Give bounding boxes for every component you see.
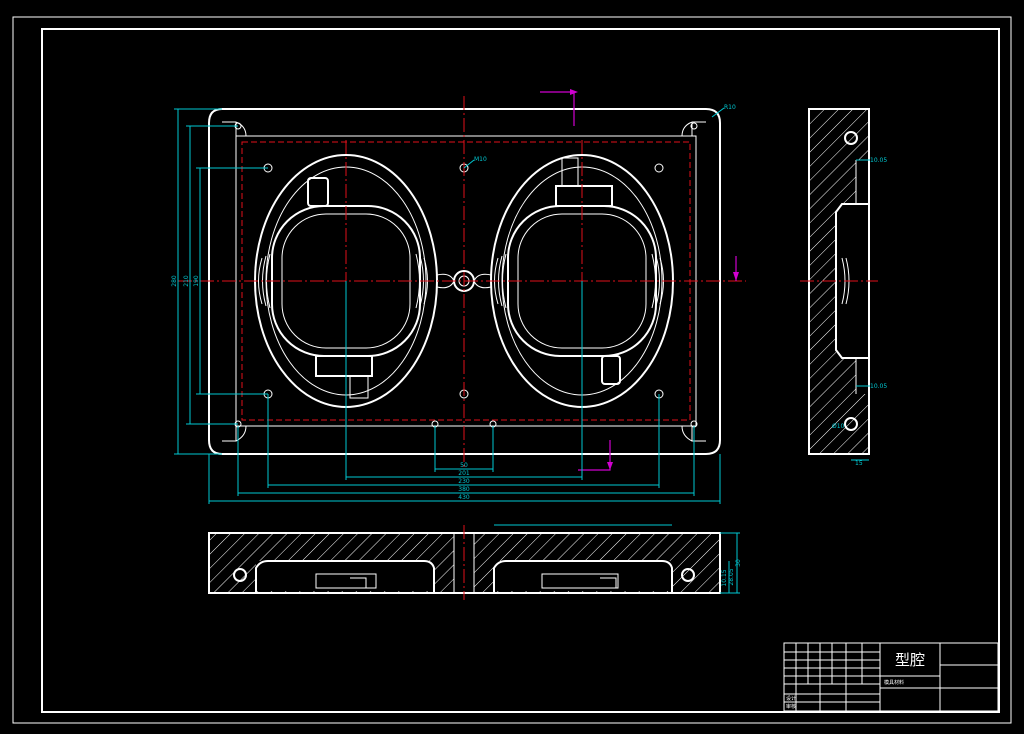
title-grid bbox=[784, 643, 880, 711]
dim-210: 210 bbox=[183, 275, 190, 287]
front-dim-2: 28.05 bbox=[728, 568, 735, 585]
note-m10: M10 bbox=[474, 156, 487, 163]
dim-50: 50 bbox=[460, 462, 468, 469]
dim-190: 190 bbox=[193, 275, 200, 287]
dim-230: 230 bbox=[458, 478, 470, 485]
dim-201: 201 bbox=[458, 470, 470, 477]
inner-border bbox=[41, 28, 1000, 713]
dim-280: 280 bbox=[171, 275, 178, 287]
title-small-1: 模具材料 bbox=[884, 679, 904, 686]
title-small-3: 审核 bbox=[786, 703, 796, 710]
section-arrows bbox=[540, 89, 739, 471]
dim-380: 380 bbox=[458, 486, 470, 493]
plate-outline bbox=[208, 108, 721, 455]
dimensions-horizontal: 50 201 230 380 430 bbox=[208, 281, 721, 504]
outer-border bbox=[12, 16, 1012, 724]
part-name: 型腔 bbox=[895, 651, 925, 669]
front-dim-1: 30 bbox=[735, 559, 742, 567]
dim-430: 430 bbox=[458, 494, 470, 501]
corner-notch-bl bbox=[222, 425, 247, 442]
title-block: 型腔 模具材料 设计 审核 bbox=[783, 642, 999, 712]
side-dim-2: 10.05 bbox=[870, 383, 887, 390]
plan-view: 50 201 230 380 430 280 210 190 M10 R10 bbox=[171, 89, 746, 504]
corner-notch-tl bbox=[222, 121, 247, 137]
dimensions-vertical: 280 210 190 bbox=[171, 108, 268, 455]
note-r10: R10 bbox=[724, 104, 736, 111]
side-dim-3: 15 bbox=[855, 460, 863, 467]
corner-notch-tr bbox=[681, 121, 706, 137]
front-view: 30 28.05 10.15 bbox=[208, 524, 742, 600]
side-dim-1: 10.05 bbox=[870, 157, 887, 164]
side-dim-4: Ø10 bbox=[832, 423, 845, 430]
side-view: 10.05 10.05 15 Ø10 bbox=[800, 108, 887, 467]
front-dim-3: 10.15 bbox=[721, 569, 728, 586]
title-small-2: 设计 bbox=[786, 695, 796, 702]
corner-notch-br bbox=[681, 425, 706, 442]
